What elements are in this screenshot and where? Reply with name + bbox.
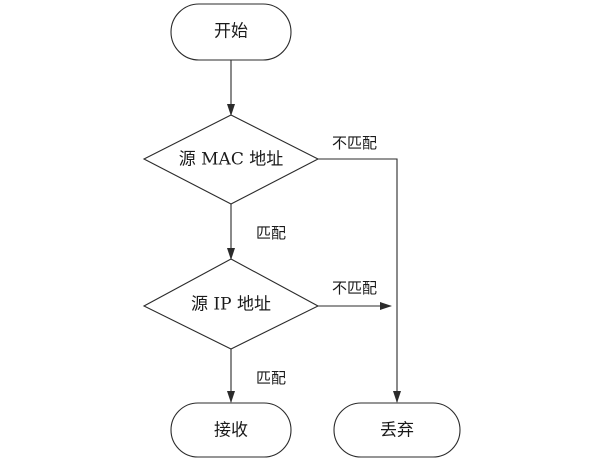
- terminator-shape: [170, 3, 292, 61]
- edge-mac-mismatch: [318, 158, 401, 403]
- decision-shape: [142, 258, 320, 350]
- terminator-shape: [170, 402, 292, 458]
- node-check-ip-label: 源 IP 地址: [191, 295, 271, 315]
- edge-label-ip-match: 匹配: [256, 369, 286, 387]
- node-check-mac: 源 MAC 地址: [142, 114, 320, 205]
- node-check-ip: 源 IP 地址: [142, 258, 320, 350]
- edge-label-ip-mismatch: 不匹配: [332, 279, 377, 297]
- node-start-label: 开始: [214, 22, 248, 42]
- node-accept: 接收: [170, 402, 292, 458]
- node-start: 开始: [170, 3, 292, 61]
- node-check-mac-label: 源 MAC 地址: [179, 150, 284, 170]
- node-discard-label: 丢弃: [380, 421, 414, 441]
- decision-shape: [142, 114, 320, 205]
- node-accept-label: 接收: [214, 421, 248, 441]
- edge-label-mac-match: 匹配: [256, 224, 286, 242]
- node-discard: 丢弃: [333, 402, 461, 458]
- terminator-shape: [333, 402, 461, 458]
- edge-label-mac-mismatch: 不匹配: [332, 134, 377, 152]
